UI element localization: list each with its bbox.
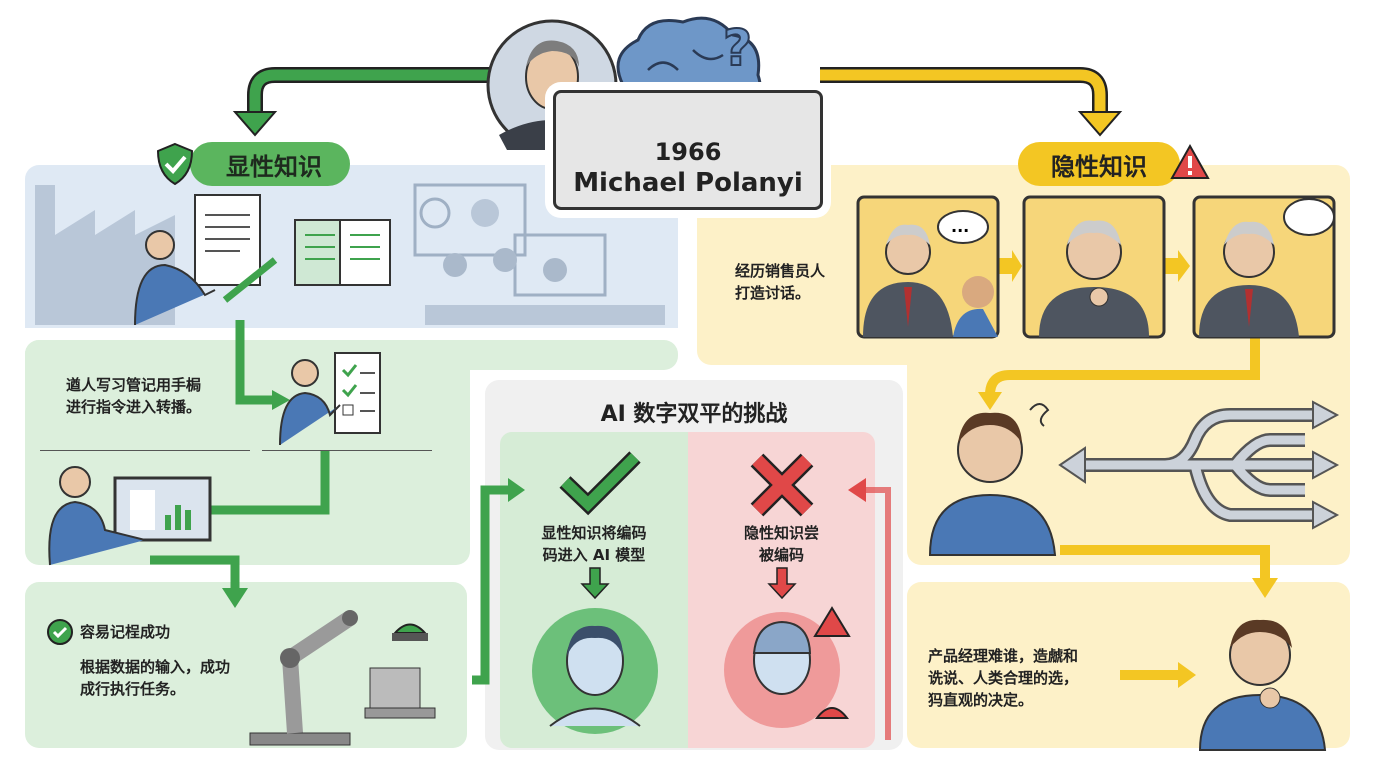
shield-check-icon [156,142,194,186]
computer-worker-illustration [48,466,212,566]
divider [40,450,250,451]
cross-mark-icon [750,453,814,517]
tacit-knowledge-badge: 隐性知识 [1018,142,1180,186]
explicit-knowledge-badge: 显性知识 [190,142,350,186]
challenge-left-text: 显性知识将编码 码进入 AI 模型 [541,524,647,564]
puzzle-head-icon [724,606,851,728]
polanyi-label-box [553,90,823,210]
check-mark-icon [559,451,641,516]
tacit-knowledge-label: 隐性知识 [1051,152,1147,181]
confused-person-illustration [928,403,1057,556]
explicit-step1-text: 遒人写习管记用手梮 进行指令进入转播。 [66,376,202,416]
svg-text:...: ... [951,217,969,236]
success-text: 根据数据的输入，成功 成行执行任务。 [80,658,231,698]
robot-arm-illustration [249,610,436,746]
product-manager-thinking-illustration [1198,619,1327,751]
salesperson-speaking-illustration [1192,195,1336,339]
salesperson-thinking-illustration [1022,195,1166,339]
down-arrow-icon [580,567,610,600]
person-name-label: Michael Polanyi [573,168,803,198]
office-illustration [35,183,665,326]
branching-paths-icon [1058,400,1340,530]
divider [262,450,432,451]
pm-text: 产品经理难谁，造虤和 诜说、人类合理的选， 犸直观的决定。 [928,647,1079,709]
success-title: 容易记桯成功 [80,623,171,641]
sales-text: 经历销售员人 打造讨话。 [735,262,826,302]
down-arrow-icon [767,567,797,600]
explicit-success-panel [25,582,467,748]
svg-text:?: ? [723,19,752,77]
ai-face-icon [532,608,658,734]
worker-checklist-illustration [279,352,381,446]
challenge-title: AI 数字双平的挑战 [600,402,788,427]
explicit-knowledge-label: 显性知识 [226,152,322,181]
year-label: 1966 [654,138,722,166]
salesperson-talking-illustration: ... [856,195,1000,339]
warning-icon [1170,143,1210,179]
challenge-right-text: 隐性知识尝 被编码 [743,524,819,564]
check-circle-icon [47,619,73,645]
